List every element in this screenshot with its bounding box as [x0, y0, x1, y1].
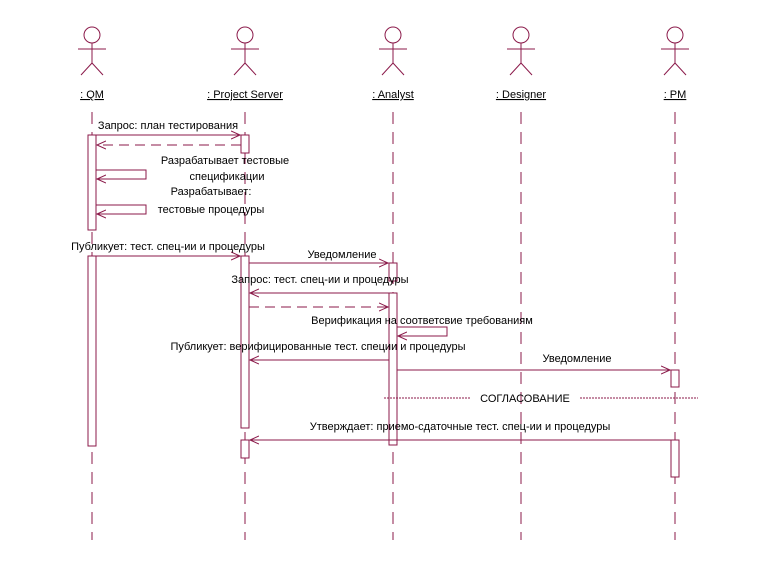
actor-icon — [78, 26, 106, 76]
actor-icon — [661, 26, 689, 76]
message-label-line-2: спецификации — [190, 171, 265, 183]
actor-pm[interactable]: : PM — [661, 26, 689, 101]
activation-qm-1[interactable] — [87, 134, 97, 231]
message-label: Публикует: тест. спец-ии и процедуры — [71, 241, 265, 253]
activation-ps-3[interactable] — [240, 439, 250, 459]
actor-designer[interactable]: : Designer — [496, 26, 546, 101]
actor-label: : Designer — [496, 89, 546, 101]
message-request-specs[interactable]: Запрос: тест. спец-ии и процедуры — [231, 274, 409, 293]
actor-label: : Analyst — [372, 89, 414, 101]
actor-icon — [379, 26, 407, 76]
activation-pm-2[interactable] — [670, 439, 680, 478]
message-label: Верификация на соответсвие требованиям — [311, 315, 533, 327]
message-publish-verified[interactable]: Публикует: верифицированные тест. специи… — [170, 341, 466, 360]
separator-label: СОГЛАСОВАНИЕ — [480, 393, 570, 405]
actor-label: : Project Server — [207, 89, 283, 101]
actor-qm[interactable]: : QM — [78, 26, 106, 101]
message-label: Уведомление — [308, 249, 377, 261]
message-publish-specs[interactable]: Публикует: тест. спец-ии и процедуры — [71, 241, 265, 256]
message-develop-procedures[interactable]: Разрабатывает: тестовые процедуры — [96, 186, 264, 216]
activation-an-2[interactable] — [388, 292, 398, 446]
message-notify-pm[interactable]: Уведомление — [397, 353, 670, 370]
messages: Запрос: план тестирования Разрабатывает … — [71, 120, 671, 440]
message-label-line-1: Разрабатывает: — [171, 186, 252, 198]
actor-analyst[interactable]: : Analyst — [372, 26, 414, 101]
actor-icon — [507, 26, 535, 76]
message-request-test-plan[interactable]: Запрос: план тестирования — [96, 120, 240, 135]
actor-label: : QM — [80, 89, 104, 101]
actor-icon — [231, 26, 259, 76]
activation-qm-2[interactable] — [87, 255, 97, 447]
agreement-separator: СОГЛАСОВАНИЕ — [384, 393, 698, 405]
actor-project-server[interactable]: : Project Server — [207, 26, 283, 101]
message-notify-analyst[interactable]: Уведомление — [249, 249, 388, 263]
message-develop-specs[interactable]: Разрабатывает тестовые спецификации — [96, 155, 289, 183]
message-label: Запрос: план тестирования — [98, 120, 238, 132]
message-arrow — [96, 169, 147, 179]
message-label: Публикует: верифицированные тест. специи… — [170, 341, 465, 353]
message-label: Уведомление — [543, 353, 612, 365]
message-arrow — [96, 204, 147, 214]
message-approve[interactable]: Утверждает: приемо-сдаточные тест. спец-… — [250, 421, 671, 440]
activation-an-1[interactable] — [388, 262, 398, 282]
actor-label: : PM — [664, 89, 687, 101]
message-label: Утверждает: приемо-сдаточные тест. спец-… — [310, 421, 611, 433]
message-label: Запрос: тест. спец-ии и процедуры — [231, 274, 408, 286]
message-arrow — [397, 326, 448, 336]
message-label-line-1: Разрабатывает тестовые — [161, 155, 289, 167]
activation-pm-1[interactable] — [670, 369, 680, 388]
activation-ps-1[interactable] — [240, 134, 250, 154]
message-verify-requirements[interactable]: Верификация на соответсвие требованиям — [311, 315, 533, 336]
message-label-line-2: тестовые процедуры — [158, 204, 265, 216]
activation-ps-2[interactable] — [240, 255, 250, 429]
